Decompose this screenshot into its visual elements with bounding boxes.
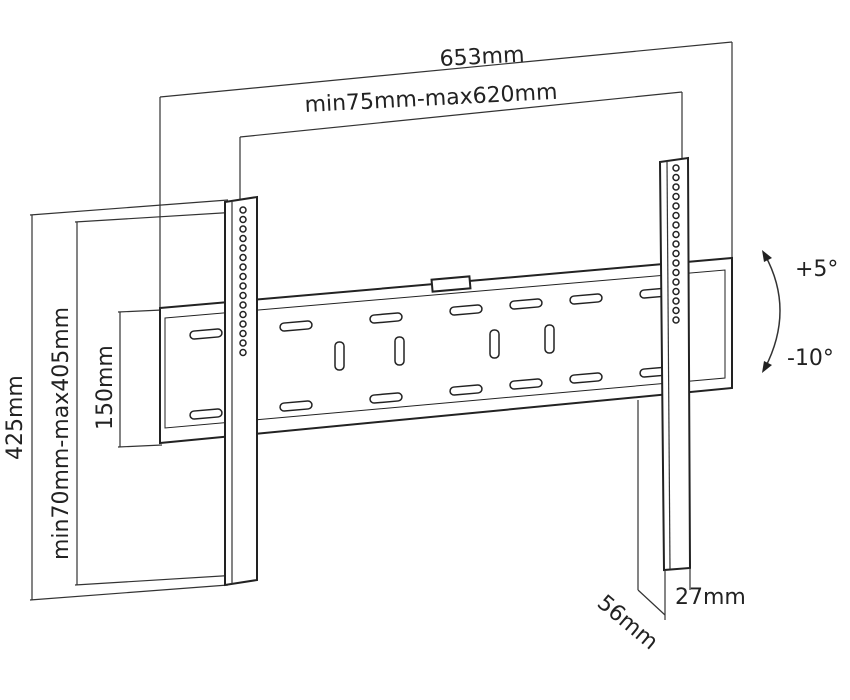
mount-hole <box>239 225 247 233</box>
mount-hole <box>672 211 680 220</box>
mount-slot <box>189 328 223 340</box>
mount-hole <box>239 329 247 338</box>
mount-hole <box>672 268 680 277</box>
mount-hole <box>239 301 247 309</box>
mount-hole <box>239 339 247 347</box>
mount-slot <box>279 320 313 332</box>
mount-slot <box>369 312 403 324</box>
mount-hole <box>672 297 680 305</box>
mount-hole <box>672 278 680 286</box>
mount-hole <box>239 206 247 214</box>
arrow-up-icon <box>762 250 772 262</box>
overall-width-label: 653mm <box>439 43 525 72</box>
overall-width-dimension: 653mm <box>159 41 733 310</box>
mount-slot <box>569 293 603 305</box>
mount-hole <box>239 244 247 252</box>
mount-slot <box>509 298 543 310</box>
tilt-indicator: +5° -10° <box>762 250 838 373</box>
mount-hole <box>672 183 680 191</box>
mount-slot <box>394 336 405 366</box>
mount-slot <box>449 384 483 396</box>
vesa-width-label: min75mm-max620mm <box>304 80 558 118</box>
right-vertical-rail <box>658 156 692 572</box>
mount-hole <box>672 202 680 210</box>
mount-hole <box>672 221 680 229</box>
overall-height-dimension: 425mm <box>3 199 229 601</box>
vesa-height-dimension: min70mm-max405mm <box>49 211 239 586</box>
depth-label: 56mm <box>592 590 662 655</box>
wall-plate <box>159 256 733 445</box>
mount-slot <box>544 324 555 354</box>
overall-height-label: 425mm <box>3 375 28 460</box>
vesa-width-dimension: min75mm-max620mm <box>239 80 683 200</box>
bar-height-dimension: 150mm <box>93 309 163 448</box>
mount-hole <box>672 287 680 296</box>
mount-hole <box>672 240 680 248</box>
mount-hole <box>672 192 680 201</box>
mount-slot <box>279 400 313 412</box>
mount-slot <box>334 341 345 371</box>
mount-hole <box>672 259 680 267</box>
mount-hole <box>239 272 247 281</box>
mount-slot <box>569 372 603 384</box>
mount-hole <box>239 234 247 243</box>
vesa-height-label: min70mm-max405mm <box>49 307 74 560</box>
mount-slot <box>489 329 500 359</box>
mount-hole <box>239 310 247 319</box>
mount-slot <box>369 392 403 404</box>
mount-slot <box>509 378 543 390</box>
mount-slot <box>449 304 483 316</box>
mount-hole <box>672 164 680 172</box>
mount-hole <box>672 230 680 239</box>
mount-hole <box>239 263 247 271</box>
mount-hole <box>239 348 247 357</box>
bar-height-label: 150mm <box>93 345 118 430</box>
mount-hole <box>239 253 247 262</box>
left-vertical-rail <box>224 195 258 587</box>
mount-hole <box>239 320 247 328</box>
mount-hole <box>239 282 247 290</box>
mount-hole <box>672 249 680 258</box>
arrow-down-icon <box>762 361 772 373</box>
wall-distance-label: 27mm <box>675 585 746 610</box>
tilt-down-label: -10° <box>787 346 834 371</box>
mount-hole <box>672 173 680 182</box>
mount-hole <box>239 215 247 224</box>
mount-hole <box>239 291 247 300</box>
mount-slot <box>189 408 223 420</box>
tilt-up-label: +5° <box>795 257 838 282</box>
mount-hole <box>672 316 680 324</box>
mount-hole <box>672 306 680 315</box>
